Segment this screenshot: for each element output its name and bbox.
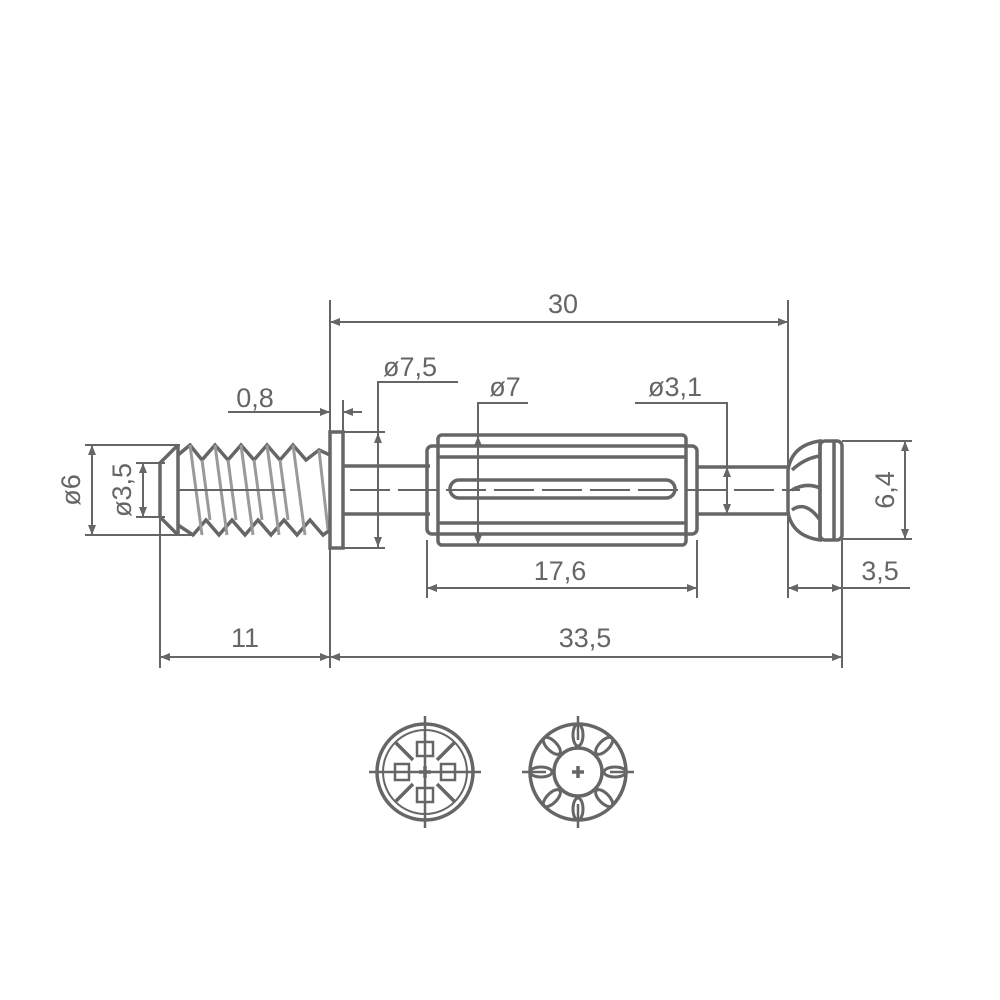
head — [786, 438, 844, 543]
dim-total-length: 30 — [548, 289, 578, 319]
dim-shank-length: 33,5 — [559, 623, 612, 653]
dim-neck-diameter: ø3,1 — [648, 372, 702, 402]
dimension-lines — [88, 318, 909, 661]
dim-thread-diameter: ø6 — [56, 474, 86, 506]
dimension-labels: 30 0,8 ø7,5 ø7 ø3,1 ø6 ø3,5 6,4 17,6 3,5… — [56, 289, 900, 653]
extension-lines — [85, 300, 912, 668]
dim-thread-length: 11 — [231, 623, 259, 653]
shaft — [343, 464, 790, 516]
bolt-side-view — [158, 430, 844, 550]
dim-head-diameter: 6,4 — [870, 471, 900, 509]
dim-flange-thickness: 0,8 — [236, 383, 274, 413]
dim-sleeve-diameter: ø7 — [489, 372, 521, 402]
dim-head-length: 3,5 — [861, 556, 899, 586]
dim-flange-diameter: ø7,5 — [383, 352, 437, 382]
flange — [328, 430, 345, 550]
head-end-view-icon — [522, 716, 634, 828]
dim-sleeve-length: 17,6 — [534, 556, 587, 586]
pozidriv-end-view-icon — [369, 716, 481, 828]
sleeve — [425, 433, 699, 547]
dim-thread-core-diameter: ø3,5 — [107, 463, 137, 517]
